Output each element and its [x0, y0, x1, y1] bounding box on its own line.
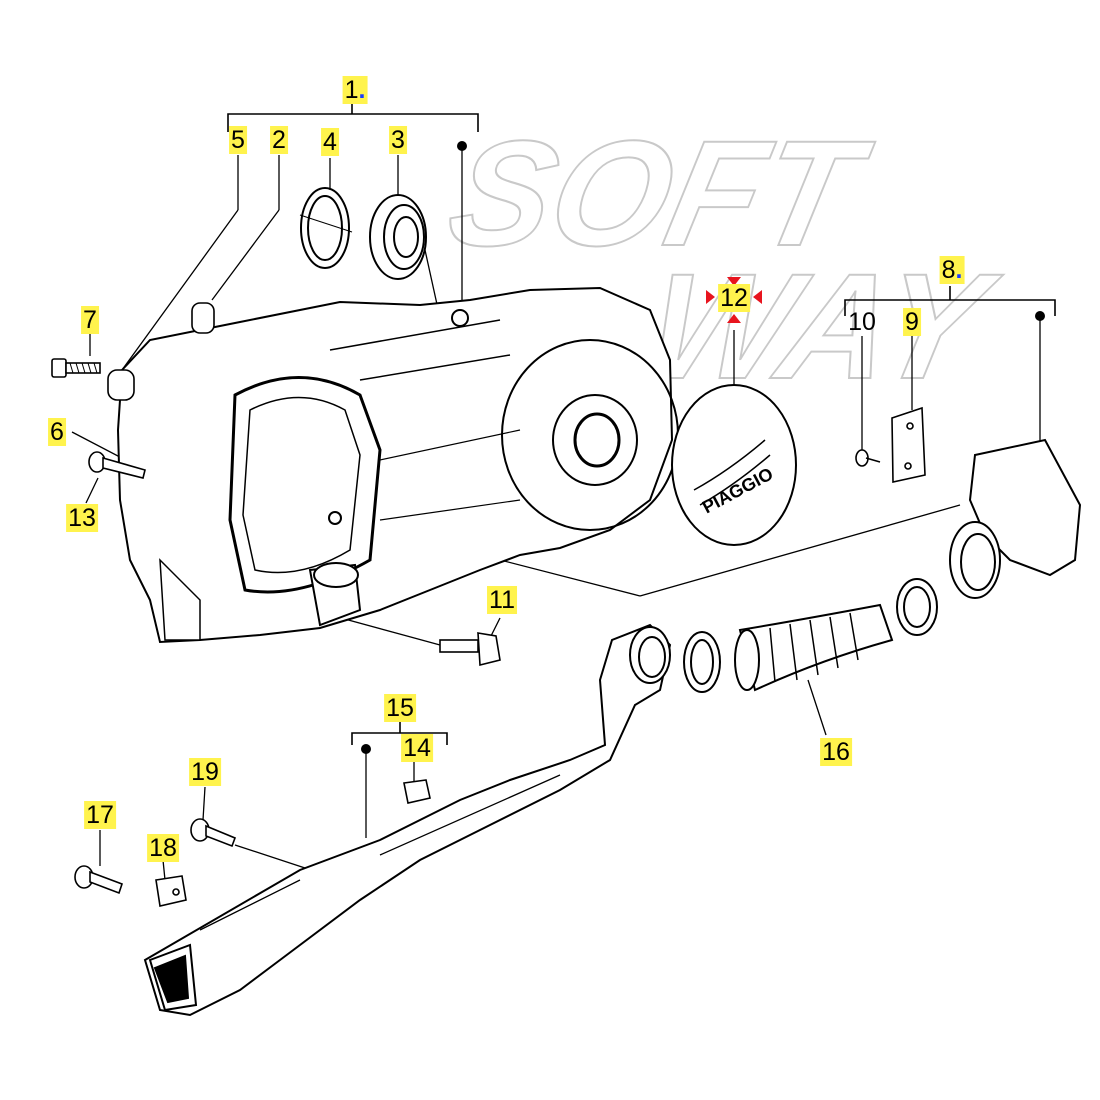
callout-3: 3: [389, 126, 407, 154]
bracket-group-15: [351, 720, 448, 745]
watermark-line-1: SOFT: [436, 111, 883, 278]
bracket-dot-1: [457, 141, 467, 151]
callout-19: 19: [189, 758, 221, 786]
circlip-4: [299, 187, 353, 269]
callout-17: 17: [84, 801, 116, 829]
plate-9: [891, 406, 926, 483]
screw-13: [88, 451, 146, 479]
transmission-cover: [116, 286, 679, 644]
bolt-11: [439, 632, 501, 667]
sleeve-5: [107, 369, 135, 401]
bracket-group-1: [227, 100, 479, 132]
callout-13: 13: [66, 504, 98, 532]
marker-12: [706, 277, 762, 323]
callout-11: 11: [487, 586, 517, 614]
callout-9: 9: [903, 308, 921, 336]
cover-cap-12: PIAGGIO: [671, 384, 797, 546]
callout-18: 18: [147, 834, 179, 862]
callout-14: 14: [401, 734, 433, 762]
bracket-dot-8: [1035, 311, 1045, 321]
bolt-7: [51, 358, 101, 378]
callout-6: 6: [48, 418, 66, 446]
callout-16: 16: [820, 738, 852, 766]
callout-8: 8.: [939, 256, 965, 284]
bracket-dot-15: [361, 744, 371, 754]
nut-18: [155, 875, 187, 907]
callout-10: 10: [848, 308, 876, 336]
callout-1: 1.: [342, 76, 368, 104]
clip-14: [403, 779, 431, 804]
callout-7: 7: [81, 306, 99, 334]
bracket-group-8: [844, 286, 1056, 316]
callout-15: 15: [384, 694, 416, 722]
intake-duct: [143, 623, 672, 1017]
air-duct-8: [949, 438, 1082, 599]
callout-4: 4: [321, 128, 339, 156]
screw-19: [190, 818, 237, 848]
callout-12: 12: [718, 284, 750, 312]
callout-5: 5: [229, 126, 247, 154]
callout-2: 2: [270, 126, 288, 154]
hose-16: [683, 578, 938, 693]
screw-17: [74, 865, 124, 895]
bearing-3: [369, 194, 427, 280]
screw-10: [855, 449, 881, 467]
sleeve-2: [191, 302, 215, 334]
